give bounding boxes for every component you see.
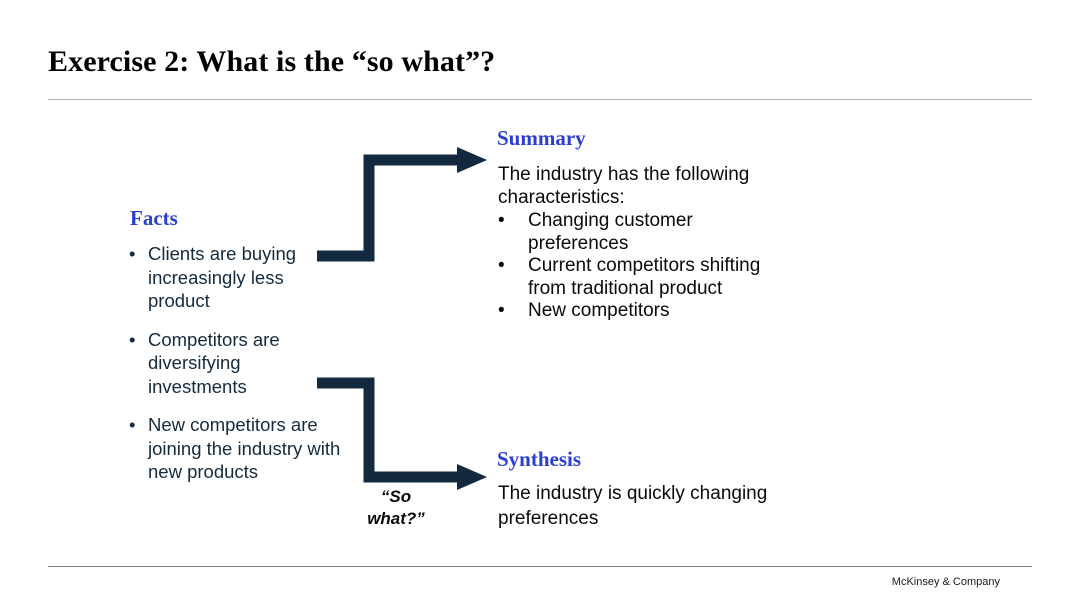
list-item: • New competitors <box>498 300 798 323</box>
list-item: • Changing customer preferences <box>498 210 798 255</box>
list-item: • Clients are buying increasingly less p… <box>129 242 344 313</box>
bullet-icon: • <box>498 300 505 321</box>
bullet-icon: • <box>498 255 505 276</box>
header-divider <box>48 99 1032 100</box>
summary-heading: Summary <box>497 126 586 150</box>
list-item: • Competitors are diversifying investmen… <box>129 328 344 399</box>
list-item: • New competitors are joining the indust… <box>129 413 344 484</box>
list-item-label: New competitors <box>528 300 670 321</box>
list-item-label: Clients are buying increasingly less pro… <box>148 243 297 311</box>
so-what-line-1: “So <box>380 487 412 506</box>
bullet-icon: • <box>498 210 505 231</box>
list-item: • Current competitors shifting from trad… <box>498 255 798 300</box>
arrow-facts-to-summary-icon <box>317 147 487 262</box>
arrow-facts-to-synthesis-icon <box>317 377 487 490</box>
summary-lead-text: The industry has the following character… <box>498 164 750 208</box>
so-what-line-2: what?” <box>367 509 425 528</box>
bullet-icon: • <box>129 243 136 264</box>
list-item-label: Changing customer preferences <box>528 210 693 254</box>
facts-list: • Clients are buying increasingly less p… <box>129 242 344 484</box>
bullet-icon: • <box>129 328 136 350</box>
list-item-label: New competitors are joining the industry… <box>148 414 341 482</box>
page-title: Exercise 2: What is the “so what”? <box>48 45 496 78</box>
list-item-label: Competitors are diversifying investments <box>148 328 280 397</box>
footer-brand-label: McKinsey & Company <box>891 576 1000 588</box>
facts-heading: Facts <box>130 206 178 230</box>
bullet-icon: • <box>129 414 136 435</box>
list-item-label: Current competitors shifting from tradit… <box>528 255 761 299</box>
synthesis-body-text: The industry is quickly changing prefere… <box>498 483 768 529</box>
summary-list: • Changing customer preferences • Curren… <box>498 210 798 323</box>
so-what-caption: “So what?” <box>340 486 452 530</box>
synthesis-heading: Synthesis <box>497 447 582 471</box>
footer-divider <box>48 566 1032 567</box>
